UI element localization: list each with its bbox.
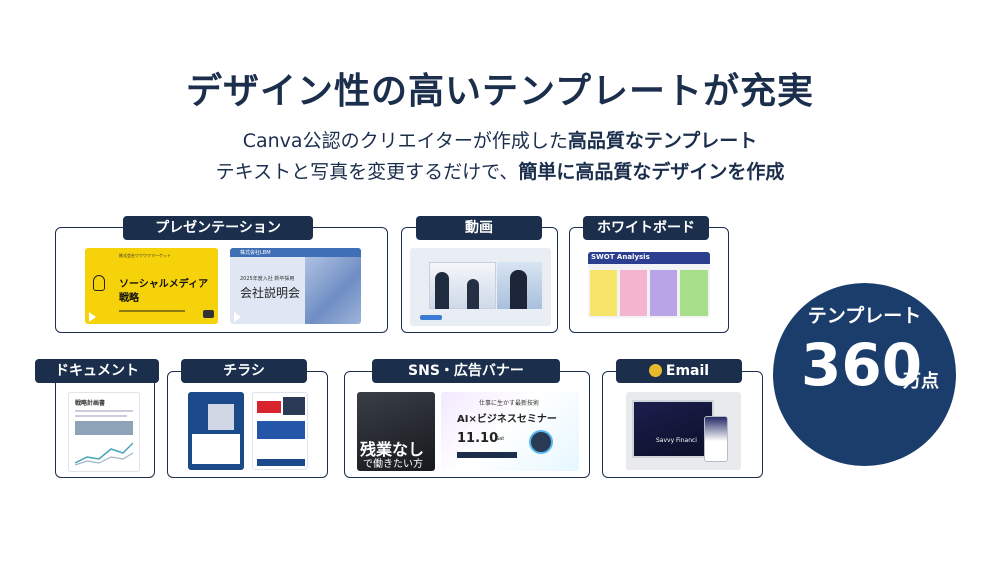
swot-title: SWOT Analysis <box>591 253 650 261</box>
flyer2-block <box>257 421 305 439</box>
video-label: 動画 <box>416 216 542 240</box>
pres1-company: 株式会社ワクワクマーケット <box>119 253 171 258</box>
sns2-day: Sat <box>496 436 505 442</box>
sns1-text-1: 残業なし <box>360 440 425 459</box>
pres2-company: 株式会社LBM <box>240 250 271 256</box>
presentation-label: プレゼンテーション <box>123 216 313 240</box>
pres1-title-1: ソーシャルメディア <box>119 279 209 290</box>
email-label: Email <box>616 359 742 383</box>
doc-text-line <box>75 415 127 417</box>
person-image <box>467 279 479 309</box>
person-image <box>510 270 527 309</box>
badge-unit: 万点 <box>903 371 939 392</box>
subtitle-line-2-bold: 簡単に高品質なデザインを作成 <box>518 161 785 183</box>
whiteboard-label: ホワイトボード <box>583 216 709 240</box>
page-title: デザイン性の高いテンプレートが充実 <box>186 71 814 112</box>
subtitle-line-2: テキストと写真を変更するだけで、簡単に高品質なデザインを作成 <box>0 157 1000 184</box>
flyer-thumb-1[interactable] <box>188 392 244 470</box>
swot-col-weaknesses <box>620 270 647 316</box>
email-phone-mock <box>704 416 728 462</box>
sns-thumb-2[interactable]: 仕事に生かす最新技術 AI×ビジネスセミナー 11.10 Sat <box>441 392 579 471</box>
email-brand: Savvy Financi <box>656 437 697 444</box>
doc-line-chart <box>75 442 133 466</box>
sns2-cta-bar <box>457 452 517 458</box>
video-caption-bar <box>420 315 442 320</box>
lightbulb-icon <box>93 275 105 291</box>
email-desktop-mock <box>632 400 714 458</box>
email-thumb[interactable]: Savvy Financi <box>626 392 741 470</box>
template-count-badge: テンプレート 360 万点 <box>773 283 956 466</box>
flyer1-text-block <box>192 434 240 464</box>
presentation-thumb-1[interactable]: 株式会社ワクワクマーケット ソーシャルメディア 戦略 <box>85 248 218 324</box>
subtitle-line-2-plain: テキストと写真を変更するだけで、 <box>215 161 519 183</box>
flyer1-photo <box>208 404 234 430</box>
sns-label: SNS・広告バナー <box>372 359 560 383</box>
flyer2-footer <box>257 459 305 466</box>
play-icon <box>234 312 241 322</box>
sns2-title: AI×ビジネスセミナー <box>457 414 557 425</box>
pres1-logo <box>203 310 214 318</box>
sns2-top: 仕事に生かす最新技術 <box>479 400 540 407</box>
email-label-text: Email <box>665 363 710 379</box>
pres2-header-bar <box>230 248 361 257</box>
sns2-date: 11.10 <box>457 431 499 446</box>
swot-header <box>588 252 710 264</box>
subtitle-line-1-plain: Canva公認のクリエイターが作成した <box>242 130 568 152</box>
sns1-text-2: で働きたい方 <box>363 459 423 470</box>
swot-col-opportunities <box>650 270 677 316</box>
badge-label: テンプレート <box>807 305 922 327</box>
sns-thumb-1[interactable]: 残業なし で働きたい方 <box>357 392 435 471</box>
video-thumb[interactable] <box>410 248 551 326</box>
flyer2-title <box>257 401 281 413</box>
person-image <box>435 272 449 309</box>
pres1-title-2: 戦略 <box>119 293 139 304</box>
document-label: ドキュメント <box>35 359 159 383</box>
swot-col-threats <box>680 270 708 316</box>
badge-number: 360 <box>801 331 923 399</box>
flyer2-photo <box>283 397 305 415</box>
doc-text-line <box>75 410 133 412</box>
sns2-speaker-photo <box>529 430 553 454</box>
flyer-thumb-2[interactable] <box>252 392 308 470</box>
play-icon <box>89 312 96 322</box>
subtitle-line-1: Canva公認のクリエイターが作成した高品質なテンプレート <box>0 126 1000 153</box>
flyer-label: チラシ <box>181 359 307 383</box>
swot-col-strengths <box>590 270 617 316</box>
pres2-line: 2025年度入社 新卒採用 <box>240 276 295 282</box>
doc-table <box>75 421 133 435</box>
whiteboard-thumb[interactable]: SWOT Analysis <box>588 252 710 318</box>
subtitle-line-1-bold: 高品質なテンプレート <box>567 130 758 152</box>
document-thumb[interactable]: 戦略計画書 <box>68 392 140 472</box>
pres1-footer-bar <box>119 310 185 312</box>
presentation-thumb-2[interactable]: 株式会社LBM 2025年度入社 新卒採用 会社説明会 <box>230 248 361 324</box>
new-badge-icon <box>648 364 662 377</box>
doc-title: 戦略計画書 <box>75 400 106 407</box>
pres2-title: 会社説明会 <box>240 286 301 300</box>
pres2-building-image <box>305 248 361 324</box>
